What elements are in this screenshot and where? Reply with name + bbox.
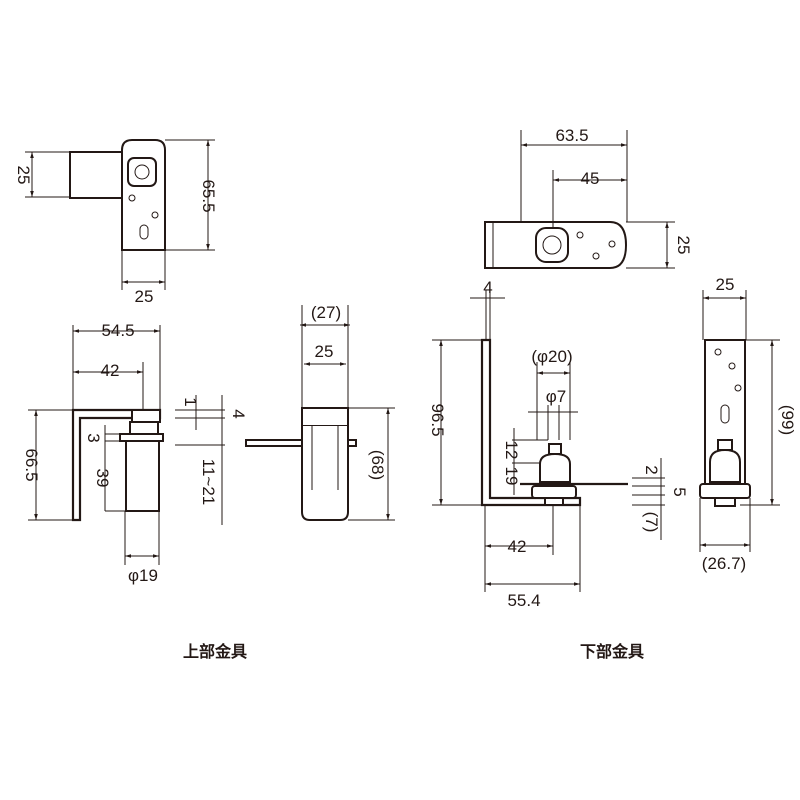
dim-plate-gap: 5 xyxy=(670,487,689,496)
dim-outer-diameter: (φ20) xyxy=(531,347,572,366)
dim-offset: 45 xyxy=(581,169,600,188)
upper-top-view: 25 65.5 25 xyxy=(14,139,218,306)
dim-width: 25 xyxy=(674,236,693,255)
dim-overall-width: (26.7) xyxy=(702,554,746,573)
dim-width: 25 xyxy=(315,342,334,361)
dim-plate-thickness: 2 xyxy=(642,465,661,474)
dim-length: 63.5 xyxy=(555,126,588,145)
dim-total-height: 65.5 xyxy=(199,179,218,212)
dim-thickness: 4 xyxy=(483,278,492,297)
dim-base-height: 19 xyxy=(502,467,521,486)
upper-front-view: 54.5 42 1 4 3 39 66.5 11~21 φ19 xyxy=(22,321,248,585)
dim-below: (7) xyxy=(642,512,661,533)
dim-height: 25 xyxy=(14,166,33,185)
dim-length: 55.4 xyxy=(507,591,540,610)
dim-gap: 4 xyxy=(229,409,248,418)
dim-pin-diameter: φ7 xyxy=(546,387,566,406)
dim-height: (68) xyxy=(368,450,387,480)
upper-side-view: (27) 25 (68) xyxy=(245,303,395,521)
dim-height: (99) xyxy=(778,405,797,435)
dim-width: 25 xyxy=(135,287,154,306)
dim-height: 96.5 xyxy=(428,403,447,436)
lower-caption: 下部金具 xyxy=(580,642,644,661)
dim-gap-top: 1 xyxy=(181,397,200,406)
upper-caption: 上部金具 xyxy=(183,642,247,661)
lower-front-view: 4 96.5 (φ20) φ7 12 19 2 5 (7) 42 55.4 xyxy=(428,278,689,610)
dim-flange: 3 xyxy=(84,433,103,442)
lower-top-view: 63.5 45 25 xyxy=(484,126,693,269)
dim-bracket-height: 66.5 xyxy=(22,448,41,481)
lower-side-view: 25 (99) (26.7) xyxy=(699,275,797,573)
dim-overall-width: (27) xyxy=(311,303,341,322)
dim-length: 54.5 xyxy=(101,321,134,340)
plate xyxy=(121,139,166,251)
dim-cylinder-length: 39 xyxy=(93,469,112,488)
dim-pin-height: 12 xyxy=(502,441,521,460)
dim-offset: 42 xyxy=(508,537,527,556)
dim-adjust-range: 11~21 xyxy=(199,459,218,505)
dim-diameter: φ19 xyxy=(128,566,158,585)
dim-width: 25 xyxy=(716,275,735,294)
dim-offset: 42 xyxy=(101,361,120,380)
